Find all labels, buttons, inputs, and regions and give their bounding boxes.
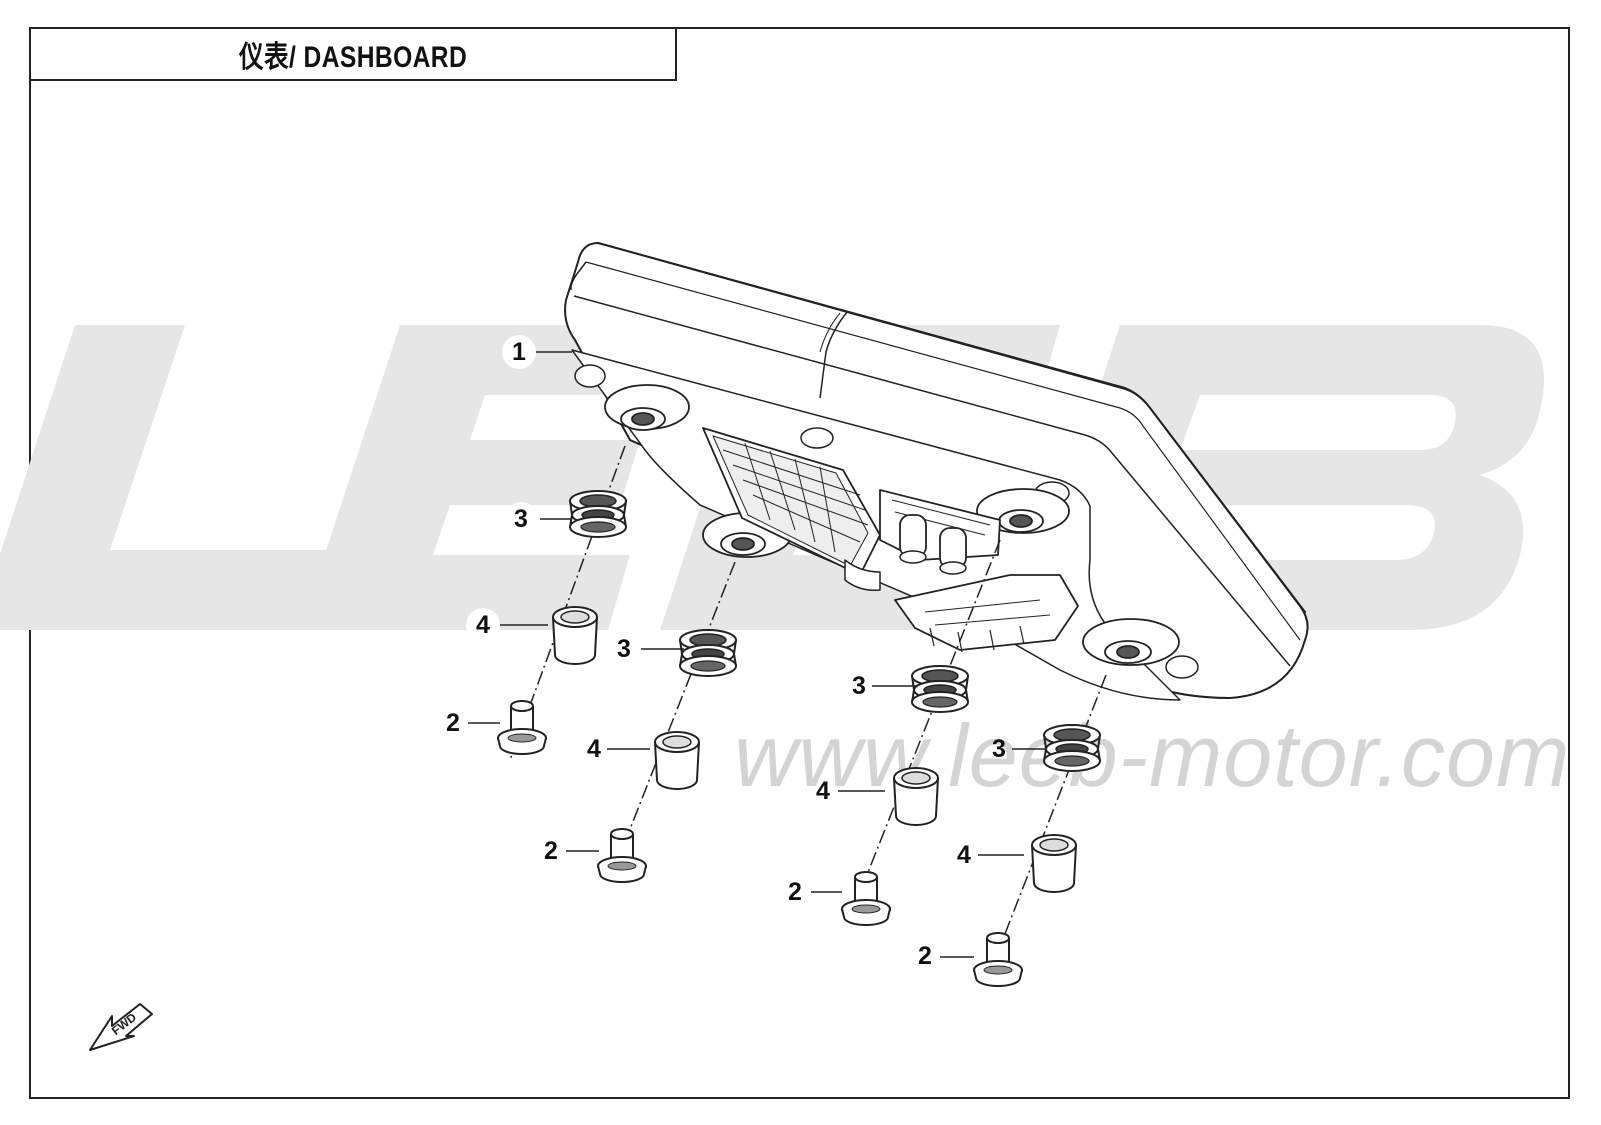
bushing-c [893, 767, 939, 826]
grommet-c [911, 665, 969, 713]
bushing-b [654, 731, 700, 790]
grommet-b [679, 629, 737, 677]
callout-2-screw: 2 [544, 837, 558, 865]
callout-1-dashboard: 1 [502, 335, 536, 369]
diagram-title: 仪表/ DASHBOARD [238, 41, 468, 74]
bushing-d [1031, 834, 1077, 893]
callout-2-screw: 2 [918, 942, 932, 970]
leader-lines [468, 351, 1046, 958]
title-box: 仪表/ DASHBOARD [29, 27, 677, 81]
watermark-url: www.leeb-motor.com [734, 706, 1571, 805]
screw-d [973, 932, 1023, 987]
callout-4-bushing: 4 [587, 735, 601, 763]
grommet-d [1043, 724, 1101, 772]
callout-4-bushing: 4 [816, 777, 830, 805]
screw-b [597, 828, 647, 883]
callout-2-screw: 2 [446, 709, 460, 737]
bushing-a [552, 606, 598, 665]
callout-3-grommet: 3 [992, 735, 1006, 763]
grommet-a [569, 490, 627, 538]
fwd-arrow-icon: FWD [89, 1003, 153, 1051]
callout-3-grommet: 3 [852, 672, 866, 700]
callout-2-screw: 2 [788, 878, 802, 906]
callout-3-grommet: 3 [607, 632, 641, 666]
callout-4-bushing: 4 [466, 608, 500, 642]
screw-c [841, 871, 891, 926]
callout-3-grommet: 3 [504, 502, 538, 536]
callout-4-bushing: 4 [957, 841, 971, 869]
dashboard-housing [564, 242, 1309, 701]
screw-a [497, 700, 547, 755]
